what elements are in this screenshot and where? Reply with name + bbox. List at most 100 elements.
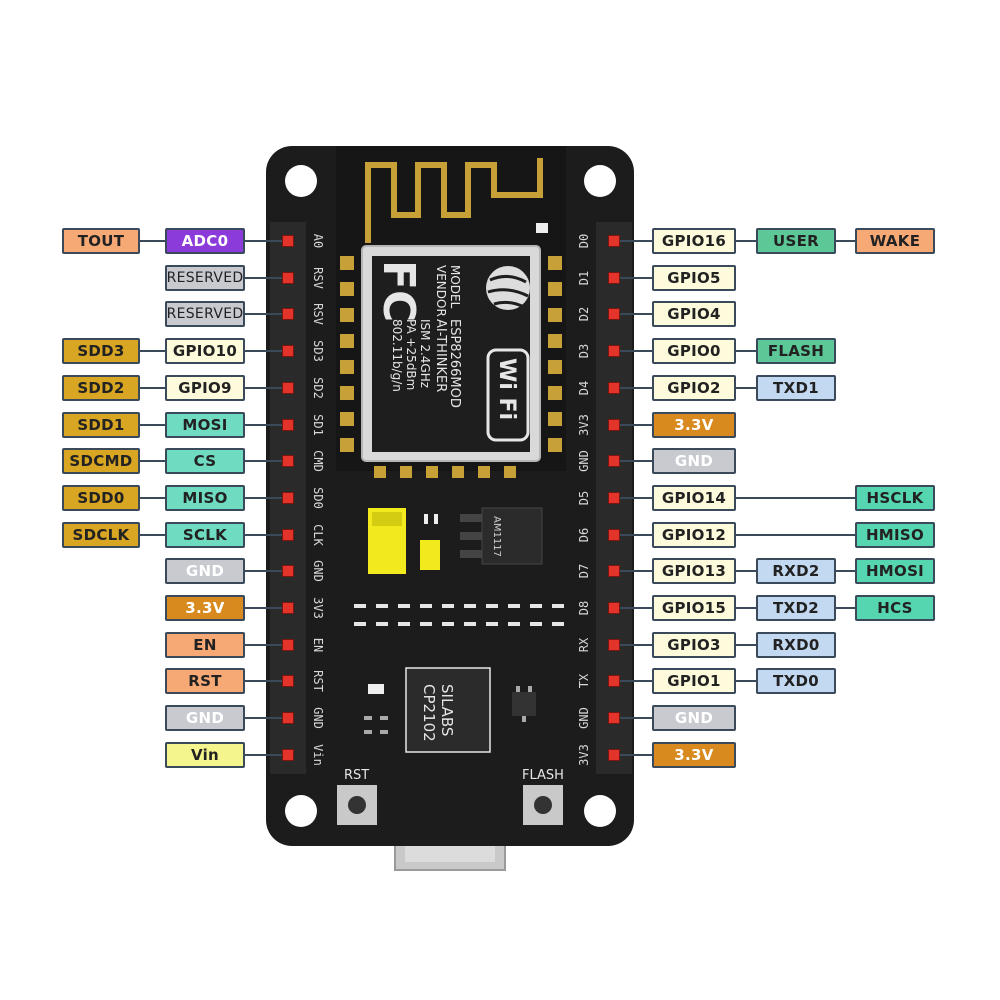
connector-line xyxy=(140,533,165,536)
pin-label-gnd: GND xyxy=(165,705,245,732)
header-pin-sd1 xyxy=(282,418,294,431)
pin-label-gpio12: GPIO12 xyxy=(652,521,736,548)
module-led xyxy=(536,223,548,233)
rst-button-label: RST xyxy=(344,768,369,783)
pin-label-gpio4: GPIO4 xyxy=(652,301,736,328)
header-pin-d6 xyxy=(608,528,620,541)
pin-label-gpio0: GPIO0 xyxy=(652,338,736,365)
header-pin-rsv xyxy=(282,308,294,321)
connector-line xyxy=(620,680,652,683)
transistor-lead xyxy=(528,686,532,692)
smd-part xyxy=(380,730,388,734)
header-pin-sd0 xyxy=(282,491,294,504)
smd-resistor-rows xyxy=(354,604,564,626)
module-pads xyxy=(340,256,562,478)
pin-label-rxd2: RXD2 xyxy=(756,558,836,585)
header-pin-d8 xyxy=(608,602,620,614)
module-spec-3: 802.11b/g/n xyxy=(390,319,404,392)
pin-label-miso: MISO xyxy=(165,484,245,511)
silkscreen-pin-rst: RST xyxy=(311,670,325,693)
mounting-hole-bottom-right xyxy=(584,795,616,827)
silkscreen-pin-3v3: 3V3 xyxy=(577,413,591,436)
pin-label-gpio3: GPIO3 xyxy=(652,631,736,658)
mounting-hole-top-left xyxy=(285,165,317,197)
pin-label-en: EN xyxy=(165,631,245,658)
silkscreen-pin-gnd: GND xyxy=(577,707,591,729)
pin-label-cs: CS xyxy=(165,448,245,475)
connector-line xyxy=(245,240,282,242)
connector-line xyxy=(736,607,756,609)
header-pin-rsv xyxy=(282,271,294,284)
connector-line xyxy=(620,350,652,353)
silkscreen-pin-sd2: SD2 xyxy=(311,376,325,399)
tantalum-capacitor-small xyxy=(420,540,440,570)
connector-line xyxy=(836,240,855,242)
connector-line xyxy=(736,386,756,389)
header-pin-sd3 xyxy=(282,345,294,358)
silkscreen-pin-tx: TX xyxy=(577,674,591,689)
header-pin-d4 xyxy=(608,381,620,394)
wifi-logo-icon xyxy=(486,348,530,442)
pin-label-txd0: TXD0 xyxy=(756,668,836,695)
flash-button-label: FLASH xyxy=(522,768,564,783)
silkscreen-pin-en: EN xyxy=(311,637,325,652)
connector-line xyxy=(245,386,282,389)
pin-label-user: USER xyxy=(756,228,836,254)
pin-label-hcs: HCS xyxy=(855,595,935,621)
silkscreen-pin-d7: D7 xyxy=(577,564,591,579)
module-spec-2: PA +25dBm xyxy=(404,319,418,390)
pin-label-gpio5: GPIO5 xyxy=(652,264,736,291)
header-pin-d5 xyxy=(608,491,620,504)
header-pin-d0 xyxy=(608,235,620,247)
connector-line xyxy=(620,496,652,499)
connector-line xyxy=(736,680,756,683)
connector-line xyxy=(245,350,282,353)
connector-line xyxy=(245,533,282,536)
connector-line xyxy=(245,643,282,646)
silkscreen-pin-d1: D1 xyxy=(577,270,591,285)
header-pin-3v3 xyxy=(282,602,294,614)
silkscreen-pin-sd1: SD1 xyxy=(311,413,325,436)
silkscreen-pin-d5: D5 xyxy=(577,490,591,506)
connector-line xyxy=(620,753,652,756)
silkscreen-pin-sd3: SD3 xyxy=(311,340,325,362)
silkscreen-pin-d0: D0 xyxy=(577,233,591,249)
connector-line xyxy=(140,240,165,242)
pin-label-sdd0: SDD0 xyxy=(62,484,140,511)
smd-part xyxy=(434,514,438,524)
connector-line xyxy=(245,607,282,609)
usb-chip-model: CP2102 xyxy=(420,684,438,742)
silkscreen-pin-d6: D6 xyxy=(577,527,591,542)
header-pin-gnd xyxy=(282,712,294,725)
transistor xyxy=(512,692,536,716)
connector-line xyxy=(140,386,165,389)
regulator-label: AM1117 xyxy=(491,516,502,557)
silkscreen-pin-rx: RX xyxy=(577,637,591,652)
connector-line xyxy=(620,607,652,609)
pin-label-gpio1: GPIO1 xyxy=(652,668,736,695)
pin-label-reserved: RESERVED xyxy=(165,264,245,291)
connector-line xyxy=(620,533,652,536)
header-pin-cmd xyxy=(282,455,294,468)
connector-line xyxy=(620,643,652,646)
silkscreen-pin-sd0: SD0 xyxy=(311,487,325,509)
connector-line xyxy=(245,313,282,316)
pin-label-gnd: GND xyxy=(652,705,736,732)
pin-label-hmiso: HMISO xyxy=(855,521,935,548)
connector-line xyxy=(620,423,652,426)
header-pin-3v3 xyxy=(608,748,620,761)
pin-label-sdd3: SDD3 xyxy=(62,338,140,365)
connector-line xyxy=(245,423,282,426)
voltage-regulator xyxy=(481,507,543,565)
rst-button-cap[interactable] xyxy=(348,796,366,814)
smd-part xyxy=(364,716,372,720)
pin-label-gpio10: GPIO10 xyxy=(165,338,245,365)
flash-button-cap[interactable] xyxy=(534,796,552,814)
silkscreen-pin-rsv: RSV xyxy=(311,303,325,326)
pin-label-gpio9: GPIO9 xyxy=(165,374,245,401)
header-pin-gnd xyxy=(282,565,294,578)
header-pin-rx xyxy=(608,638,620,651)
connector-line xyxy=(140,460,165,463)
pin-label-sclk: SCLK xyxy=(165,521,245,548)
connector-line xyxy=(245,496,282,499)
